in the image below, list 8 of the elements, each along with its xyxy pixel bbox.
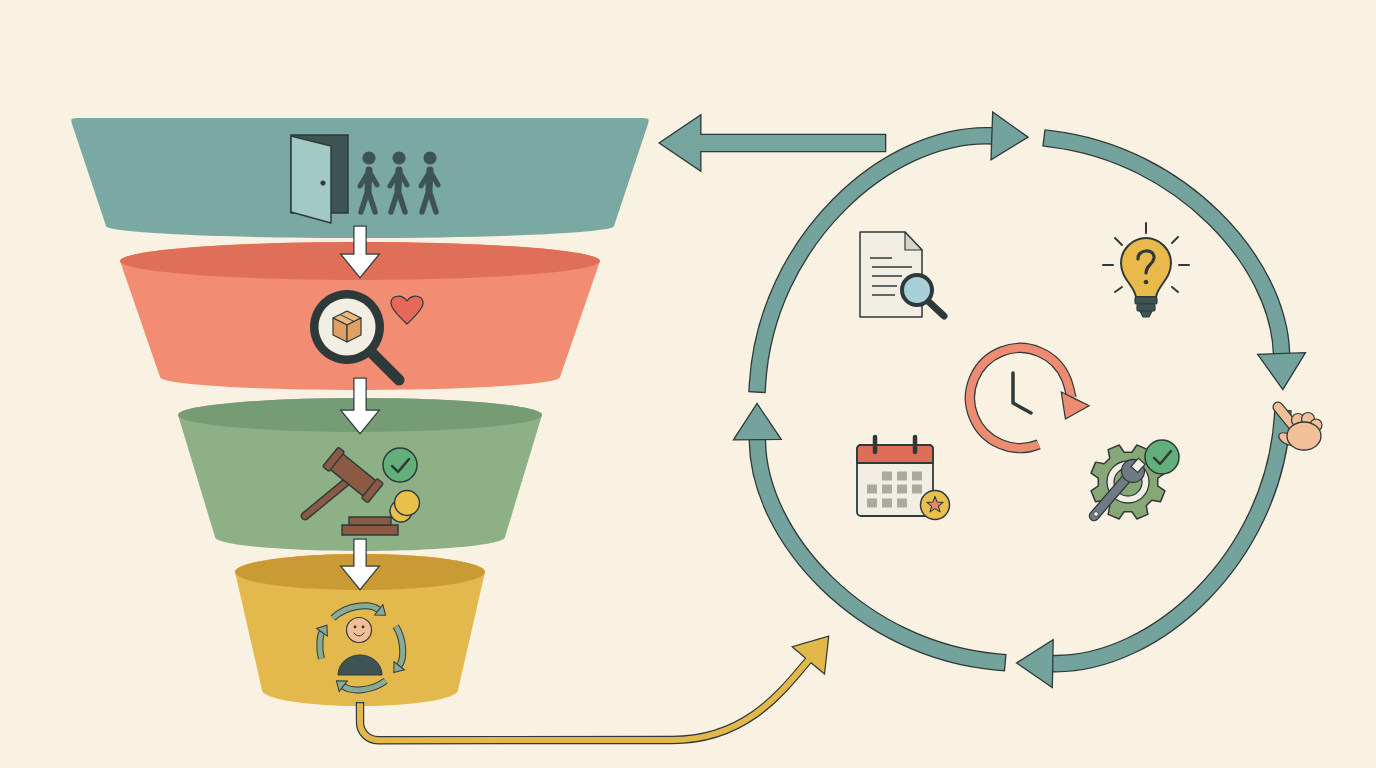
arrow bbox=[355, 635, 830, 745]
funnel-section bbox=[178, 398, 542, 551]
arrow bbox=[657, 113, 887, 173]
arrow bbox=[339, 225, 381, 279]
arrow bbox=[339, 377, 381, 435]
funnel-section bbox=[235, 554, 485, 706]
funnel-section bbox=[120, 242, 600, 390]
arrow bbox=[339, 538, 381, 591]
